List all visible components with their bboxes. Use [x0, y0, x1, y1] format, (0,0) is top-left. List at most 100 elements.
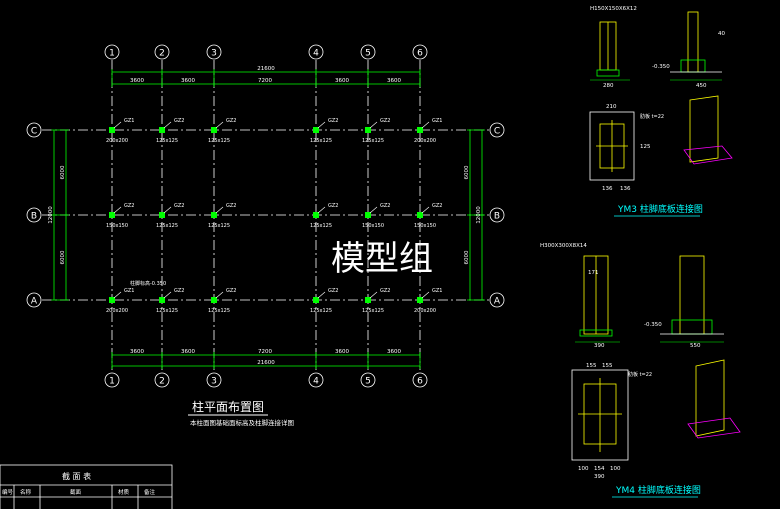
- ym4-dim-390a: 390: [594, 343, 605, 349]
- ym4-elev: -0.350: [644, 322, 662, 328]
- axis-bubble-C-right: [489, 122, 505, 138]
- column-tag: GZ2: [380, 118, 390, 124]
- column-C3: [211, 127, 217, 133]
- bottom-dim-4: 3600: [387, 349, 401, 355]
- column-size: 125x125: [362, 138, 384, 144]
- left-total: 12000: [48, 206, 54, 224]
- column-tag: GZ2: [380, 203, 390, 209]
- column-size: 125x125: [156, 308, 178, 314]
- right-total: 12000: [476, 206, 482, 224]
- column-size: 200x200: [106, 138, 128, 144]
- axis-bubble-1-top: [104, 44, 120, 60]
- axis-bubble-6-bottom: [412, 372, 428, 388]
- table-header-section: 截面: [70, 488, 82, 496]
- column-B4: [313, 212, 319, 218]
- axis-letter-A: A: [31, 297, 38, 307]
- axis-bubble-5-top: [360, 44, 376, 60]
- ym3-dim-125: 125: [640, 144, 651, 150]
- column-tag: GZ1: [124, 118, 134, 124]
- plan-title: 柱平面布置图: [192, 399, 264, 414]
- axis-number-6: 6: [417, 377, 423, 387]
- top-dim-0: 3600: [130, 78, 144, 84]
- bottom-dim-2: 7200: [258, 349, 272, 355]
- column-B2: [159, 212, 165, 218]
- column-C2: [159, 127, 165, 133]
- column-tag: GZ2: [328, 203, 338, 209]
- axis-number-2: 2: [159, 377, 165, 387]
- right-dim-0: 6000: [464, 165, 470, 179]
- left-dim-0: 6000: [60, 165, 66, 179]
- axis-bubble-4-bottom: [308, 372, 324, 388]
- ym4-weld-note: 肋板 t=22: [628, 371, 652, 378]
- ym4-detail: H300X300X8X14 171 390 550 -0.350 155 155…: [540, 243, 741, 498]
- ym4-dim-390b: 390: [594, 474, 605, 480]
- ym4-dim-155b: 155: [602, 363, 613, 369]
- elevation-note: 柱脚标高-0.350: [130, 280, 166, 287]
- ym3-section-label: H150X150X6X12: [590, 6, 637, 12]
- axis-letter-C: C: [31, 127, 37, 137]
- top-dim-1: 3600: [181, 78, 195, 84]
- top-dim-3: 3600: [335, 78, 349, 84]
- column-size: 200x200: [414, 308, 436, 314]
- column-size: 125x125: [208, 138, 230, 144]
- ym3-caption: YM3 柱脚底板连接图: [617, 203, 703, 215]
- axis-bubble-B-left: [26, 207, 42, 223]
- ym3-elev: -0.350: [652, 64, 670, 70]
- column-size: 125x125: [156, 138, 178, 144]
- column-tag: GZ2: [328, 288, 338, 294]
- column-B5: [365, 212, 371, 218]
- column-size: 125x125: [310, 308, 332, 314]
- column-C4: [313, 127, 319, 133]
- axis-letter-B: B: [31, 212, 37, 222]
- axis-bubble-A-left: [26, 292, 42, 308]
- ym4-section-label: H300X300X8X14: [540, 243, 587, 249]
- plan-note: 本柱面图基础面标高及柱脚连接详图: [190, 418, 294, 427]
- column-tag: GZ2: [380, 288, 390, 294]
- column-C5: [365, 127, 371, 133]
- axis-number-1: 1: [109, 49, 115, 59]
- bottom-total: 21600: [257, 360, 275, 366]
- column-tag: GZ1: [432, 118, 442, 124]
- ym3-dim-280: 280: [603, 83, 614, 89]
- top-dim-4: 3600: [387, 78, 401, 84]
- ym4-dim-154: 154: [594, 466, 605, 472]
- axis-bubble-1-bottom: [104, 372, 120, 388]
- top-dim-2: 7200: [258, 78, 272, 84]
- ym3-dim-450: 450: [696, 83, 707, 89]
- column-B1: [109, 212, 115, 218]
- column-A6: [417, 297, 423, 303]
- axis-bubble-2-top: [154, 44, 170, 60]
- column-size: 150x150: [362, 223, 384, 229]
- axis-bubble-A-right: [489, 292, 505, 308]
- column-tag: GZ2: [226, 118, 236, 124]
- column-size: 125x125: [362, 308, 384, 314]
- column-A1: [109, 297, 115, 303]
- axis-bubble-5-bottom: [360, 372, 376, 388]
- ym4-caption: YM4 柱脚底板连接图: [615, 484, 701, 496]
- column-A3: [211, 297, 217, 303]
- ym4-dim-100b: 100: [610, 466, 621, 472]
- axis-letter-A: A: [494, 297, 501, 307]
- table-header-remark: 备注: [144, 488, 156, 496]
- column-tag: GZ2: [328, 118, 338, 124]
- axis-number-1: 1: [109, 377, 115, 387]
- bottom-dim-1: 3600: [181, 349, 195, 355]
- ym3-dim-136a: 136: [602, 186, 613, 192]
- column-size: 125x125: [310, 138, 332, 144]
- ym4-dim-100a: 100: [578, 466, 589, 472]
- column-B6: [417, 212, 423, 218]
- bottom-dim-0: 3600: [130, 349, 144, 355]
- column-C6: [417, 127, 423, 133]
- axis-bubble-3-top: [206, 44, 222, 60]
- column-size: 200x200: [414, 138, 436, 144]
- ym3-dim-136b: 136: [620, 186, 631, 192]
- column-C1: [109, 127, 115, 133]
- column-tag: GZ2: [174, 288, 184, 294]
- axis-bubble-6-top: [412, 44, 428, 60]
- ym4-dim-171: 171: [588, 270, 599, 276]
- column-tag: GZ1: [432, 288, 442, 294]
- ym3-dim-210: 210: [606, 104, 617, 110]
- bottom-dim-3: 3600: [335, 349, 349, 355]
